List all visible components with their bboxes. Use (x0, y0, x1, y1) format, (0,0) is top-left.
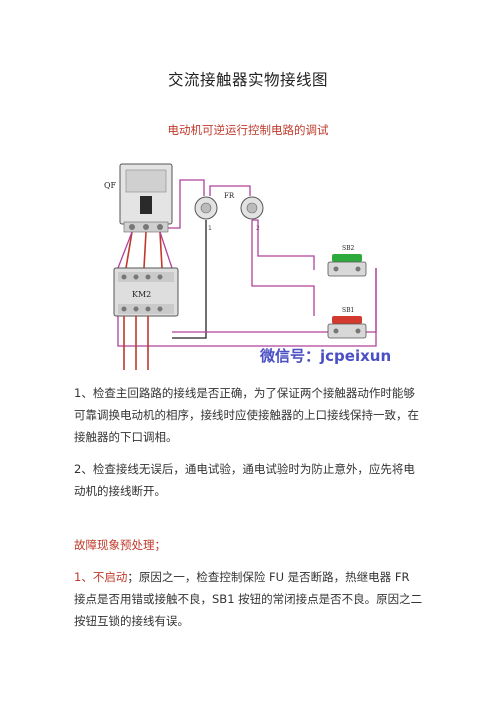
wiring-diagram: QF FR 1 2 KM2 (104, 163, 391, 370)
terminal-1-label: 1 (208, 225, 212, 232)
sb1-label: SB1 (342, 307, 354, 314)
paragraph-1: 1、检查主回路路的接线是否正确，为了保证两个接触器动作时能够可靠调换电动机的相序… (74, 386, 419, 444)
sb1-button: SB1 (327, 307, 367, 339)
qf-breaker: QF (104, 163, 173, 233)
fr-thermal-relay: FR 1 2 (194, 192, 264, 232)
fault-heading: 故障现象预处理； (74, 538, 166, 552)
fault1-prefix: 1、不启动 (74, 570, 128, 584)
km2-contactor: KM2 (113, 267, 179, 317)
km2-label: KM2 (132, 290, 151, 299)
sb2-button: SB2 (327, 245, 367, 277)
fr-label: FR (224, 192, 235, 200)
fault1-text: ；原因之一，检查控制保险 FU 是否断路，热继电器 FR 接点是否用错或接触不良… (74, 570, 423, 628)
output-wires (123, 316, 149, 370)
watermark: 微信号：jcpeixun (259, 347, 391, 365)
document-subtitle: 电动机可逆运行控制电路的调试 (167, 123, 329, 137)
fault-paragraph: 1、不启动；原因之一，检查控制保险 FU 是否断路，热继电器 FR 接点是否用错… (74, 566, 424, 632)
qf-label: QF (104, 181, 117, 190)
main-wires (117, 179, 377, 347)
sb2-label: SB2 (342, 245, 355, 252)
paragraph-2: 2、检查接线无误后，通电试验，通电试验时为防止意外，应先将电动机的接线断开。 (74, 462, 415, 498)
document-title: 交流接触器实物接线图 (167, 71, 328, 89)
